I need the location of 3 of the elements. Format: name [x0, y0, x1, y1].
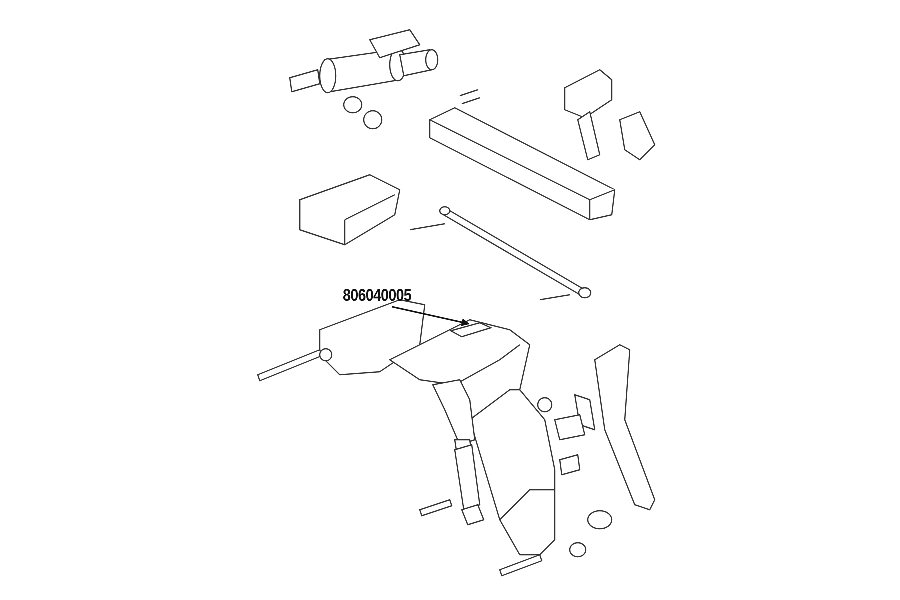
leader-arrow	[392, 306, 470, 326]
part-number: 806040005	[343, 286, 412, 306]
plate-part	[450, 322, 492, 338]
